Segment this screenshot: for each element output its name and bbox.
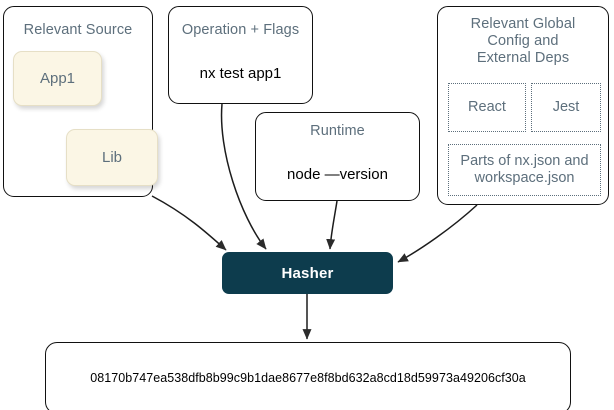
- group-global-config-title-line2: Config and: [487, 33, 559, 49]
- node-lib[interactable]: Lib: [66, 129, 158, 186]
- group-global-config-title-line1: Relevant Global: [470, 16, 576, 32]
- operation-command-text: nx test app1: [199, 65, 282, 82]
- group-relevant-source: Relevant Source App1 Lib: [3, 6, 158, 197]
- group-relevant-source-title: Relevant Source: [23, 22, 133, 38]
- group-global-config-title-line3: External Deps: [476, 50, 570, 66]
- group-operation-flags-title: Operation + Flags: [181, 22, 300, 38]
- group-global-config: Relevant Global Config and External Deps…: [437, 6, 609, 205]
- config-files-line2: workspace.json: [474, 170, 575, 186]
- group-runtime: Runtime node —version: [255, 112, 420, 201]
- dep-react-label: React: [468, 98, 506, 115]
- hasher-label: Hasher: [281, 264, 334, 282]
- hash-output-value: 08170b747ea538dfb8b99c9b1dae8677e8f8bd63…: [90, 371, 526, 385]
- edge-config-to-hasher: [397, 204, 478, 263]
- dep-react[interactable]: React: [448, 83, 526, 132]
- edge-source-to-hasher: [151, 195, 227, 251]
- config-files-box[interactable]: Parts of nx.json and workspace.json: [448, 144, 601, 196]
- node-app1-label: App1: [39, 70, 76, 87]
- hash-output-box: 08170b747ea538dfb8b99c9b1dae8677e8f8bd63…: [45, 342, 571, 410]
- edge-runtime-to-hasher: [326, 200, 338, 250]
- dep-jest[interactable]: Jest: [531, 83, 601, 132]
- group-runtime-title: Runtime: [310, 123, 365, 139]
- config-files-line1: Parts of nx.json and: [460, 152, 589, 169]
- group-operation-flags: Operation + Flags nx test app1: [168, 6, 313, 104]
- runtime-command-text: node —version: [287, 166, 388, 183]
- node-app1[interactable]: App1: [13, 51, 102, 106]
- dep-jest-label: Jest: [552, 98, 580, 115]
- node-lib-label: Lib: [101, 149, 123, 166]
- hasher-box[interactable]: Hasher: [222, 252, 393, 294]
